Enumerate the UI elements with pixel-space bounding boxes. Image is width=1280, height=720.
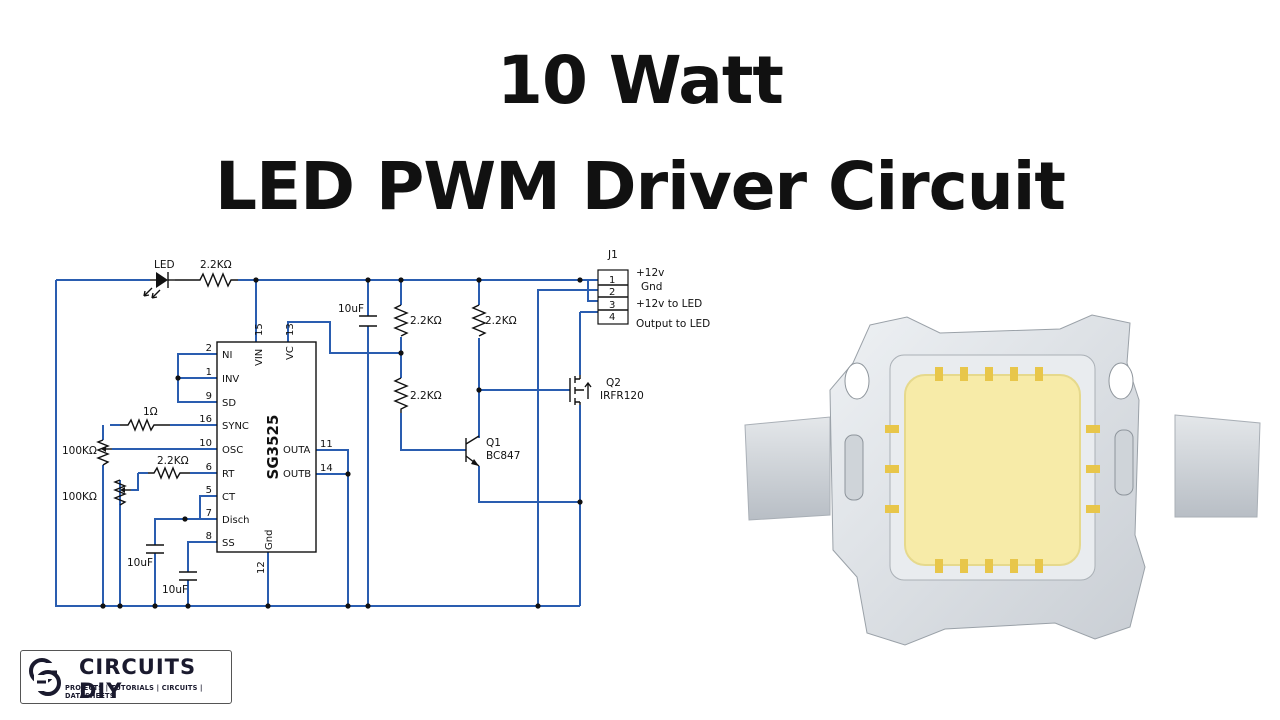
capacitor-c2-value: 10uF bbox=[162, 584, 188, 596]
ic-sg3525 bbox=[216, 341, 317, 553]
svg-text:NI: NI bbox=[222, 350, 232, 361]
rt-resistor bbox=[148, 466, 190, 480]
capacitor-c2 bbox=[179, 571, 197, 581]
svg-text:RT: RT bbox=[222, 469, 235, 480]
led-label: LED bbox=[154, 259, 175, 271]
j1-label-1: +12v bbox=[636, 267, 664, 279]
svg-text:16: 16 bbox=[199, 414, 212, 425]
svg-text:11: 11 bbox=[320, 439, 333, 450]
potentiometer-2 bbox=[113, 479, 131, 506]
ic-left-pins: 2 NI 1 INV 9 SD 16 SYNC 10 OSC 6 RT 5 CT… bbox=[199, 343, 249, 549]
resistor-r3-value: 2.2KΩ bbox=[485, 315, 517, 327]
j1-pin-4: 4 bbox=[609, 312, 615, 323]
j1-label-2: Gnd bbox=[641, 281, 662, 293]
capacitor-c1-value: 10uF bbox=[127, 557, 153, 569]
top-capacitor bbox=[359, 315, 377, 327]
svg-text:2: 2 bbox=[206, 343, 212, 354]
led-symbol bbox=[143, 272, 175, 299]
led-resistor-value: 2.2KΩ bbox=[200, 259, 232, 271]
j1-pin-2: 2 bbox=[609, 287, 615, 298]
svg-text:10: 10 bbox=[199, 438, 212, 449]
logo-name: CIRCUITS DIY bbox=[79, 655, 197, 703]
circuits-diy-logo: CIRCUITS DIY PROJECTS | TUTORIALS | CIRC… bbox=[20, 650, 232, 704]
capacitor-c1 bbox=[146, 544, 164, 554]
j1-pin-1: 1 bbox=[609, 275, 615, 286]
svg-text:14: 14 bbox=[320, 463, 333, 474]
svg-text:Disch: Disch bbox=[222, 515, 250, 526]
svg-text:5: 5 bbox=[206, 485, 212, 496]
svg-text:8: 8 bbox=[206, 531, 212, 542]
j1-label-3: +12v to LED bbox=[636, 298, 702, 310]
ic-bottom-pin: Gnd 12 bbox=[256, 530, 275, 574]
svg-text:7: 7 bbox=[206, 508, 212, 519]
top-capacitor-value: 10uF bbox=[338, 303, 364, 315]
svg-text:OUTA: OUTA bbox=[283, 445, 311, 456]
svg-text:6: 6 bbox=[206, 462, 212, 473]
led-resistor bbox=[175, 272, 238, 288]
wires bbox=[55, 279, 598, 607]
j1-pin-3: 3 bbox=[609, 300, 615, 311]
connector-ref: J1 bbox=[607, 249, 618, 261]
resistor-r2 bbox=[393, 377, 409, 413]
svg-text:CT: CT bbox=[222, 492, 236, 503]
circuit-schematic: LED 2.2KΩ 10uF 2.2KΩ 2.2KΩ 2.2KΩ Q1 BC84… bbox=[55, 249, 710, 609]
transistor-q1 bbox=[465, 435, 480, 467]
junction-dots bbox=[100, 277, 583, 609]
logo-icon bbox=[29, 658, 61, 696]
q2-part: IRFR120 bbox=[600, 390, 644, 402]
ic-name: SG3525 bbox=[264, 415, 282, 480]
title-line-2: LED PWM Driver Circuit bbox=[215, 148, 1066, 225]
svg-text:Gnd: Gnd bbox=[264, 530, 275, 550]
q2-ref: Q2 bbox=[606, 377, 621, 389]
led-chip-image bbox=[744, 314, 1261, 646]
resistor-r1 bbox=[393, 304, 409, 337]
svg-text:12: 12 bbox=[256, 561, 267, 574]
resistor-r1-value: 2.2KΩ bbox=[410, 315, 442, 327]
title-line-1: 10 Watt bbox=[497, 42, 784, 119]
svg-text:VC: VC bbox=[285, 346, 296, 360]
resistor-r3 bbox=[471, 304, 487, 337]
svg-text:OUTB: OUTB bbox=[283, 469, 311, 480]
resistor-r2-value: 2.2KΩ bbox=[410, 390, 442, 402]
q1-part: BC847 bbox=[486, 450, 520, 462]
svg-text:SD: SD bbox=[222, 398, 236, 409]
potentiometer-1 bbox=[96, 439, 112, 466]
svg-text:OSC: OSC bbox=[222, 445, 243, 456]
q1-ref: Q1 bbox=[486, 437, 501, 449]
svg-text:1: 1 bbox=[206, 367, 212, 378]
sync-resistor-value: 1Ω bbox=[143, 406, 158, 418]
j1-label-4: Output to LED bbox=[636, 318, 710, 330]
ic-top-pins: 15 VIN 13 VC bbox=[254, 323, 296, 366]
rt-resistor-value: 2.2KΩ bbox=[157, 455, 189, 467]
pot-1-value: 100KΩ bbox=[62, 445, 97, 457]
svg-text:9: 9 bbox=[206, 391, 212, 402]
svg-text:VIN: VIN bbox=[254, 349, 265, 366]
logo-tagline: PROJECTS | TUTORIALS | CIRCUITS | DATASH… bbox=[65, 684, 203, 700]
pot-2-value: 100KΩ bbox=[62, 491, 97, 503]
sync-resistor bbox=[120, 418, 170, 432]
ic-right-pins: OUTA 11 OUTB 14 bbox=[283, 439, 333, 480]
svg-text:SYNC: SYNC bbox=[222, 421, 249, 432]
svg-text:15: 15 bbox=[254, 323, 265, 336]
svg-text:INV: INV bbox=[222, 374, 239, 385]
svg-text:SS: SS bbox=[222, 538, 235, 549]
svg-text:13: 13 bbox=[285, 323, 296, 336]
mosfet-q2 bbox=[569, 375, 592, 405]
